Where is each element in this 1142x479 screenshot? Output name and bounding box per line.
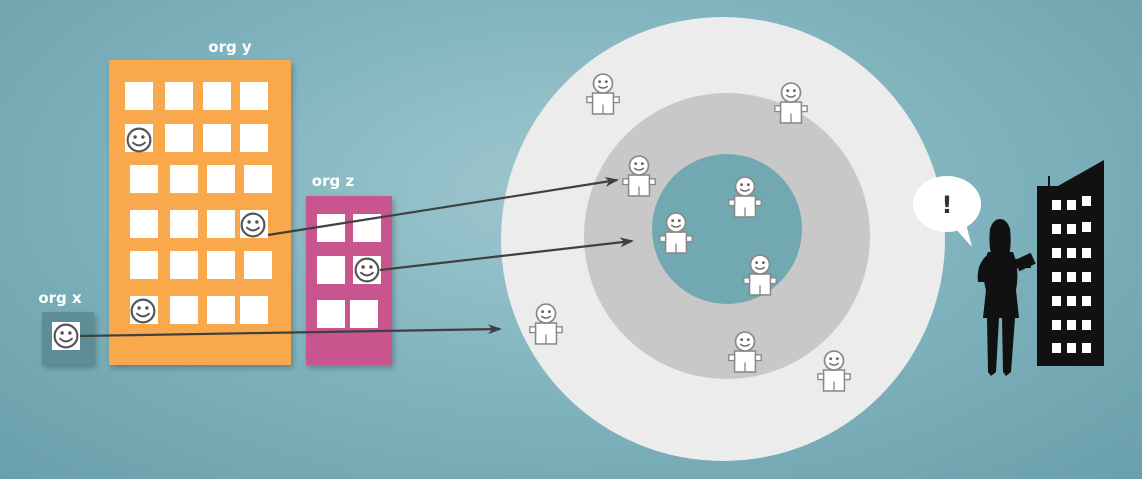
alert-mark: ! (942, 191, 953, 219)
office-building-icon (1037, 160, 1104, 366)
arrow-org-x-to-outer-ring (79, 324, 502, 338)
connection-arrows (79, 176, 634, 338)
org-y-building: org y (109, 38, 291, 365)
smiley-face-icon (240, 212, 266, 238)
arrow-org-y-to-middle-ring (267, 176, 619, 237)
org-y-windows (125, 82, 272, 324)
org-z-label: org z (312, 172, 355, 190)
org-x-label: org x (38, 289, 82, 307)
trust-circles (501, 17, 945, 461)
smiley-face-icon (130, 298, 156, 324)
woman-silhouette-icon (977, 219, 1036, 376)
arrow-org-z-to-middle-ring (379, 237, 634, 272)
smiley-face-icon (126, 127, 152, 153)
org-x-building: org x (38, 289, 94, 365)
smiley-face-icon (354, 257, 380, 283)
speech-bubble-icon: ! (913, 176, 981, 247)
smiley-face-icon (53, 323, 79, 349)
org-z-building: org z (306, 172, 392, 365)
org-y-label: org y (208, 38, 252, 56)
